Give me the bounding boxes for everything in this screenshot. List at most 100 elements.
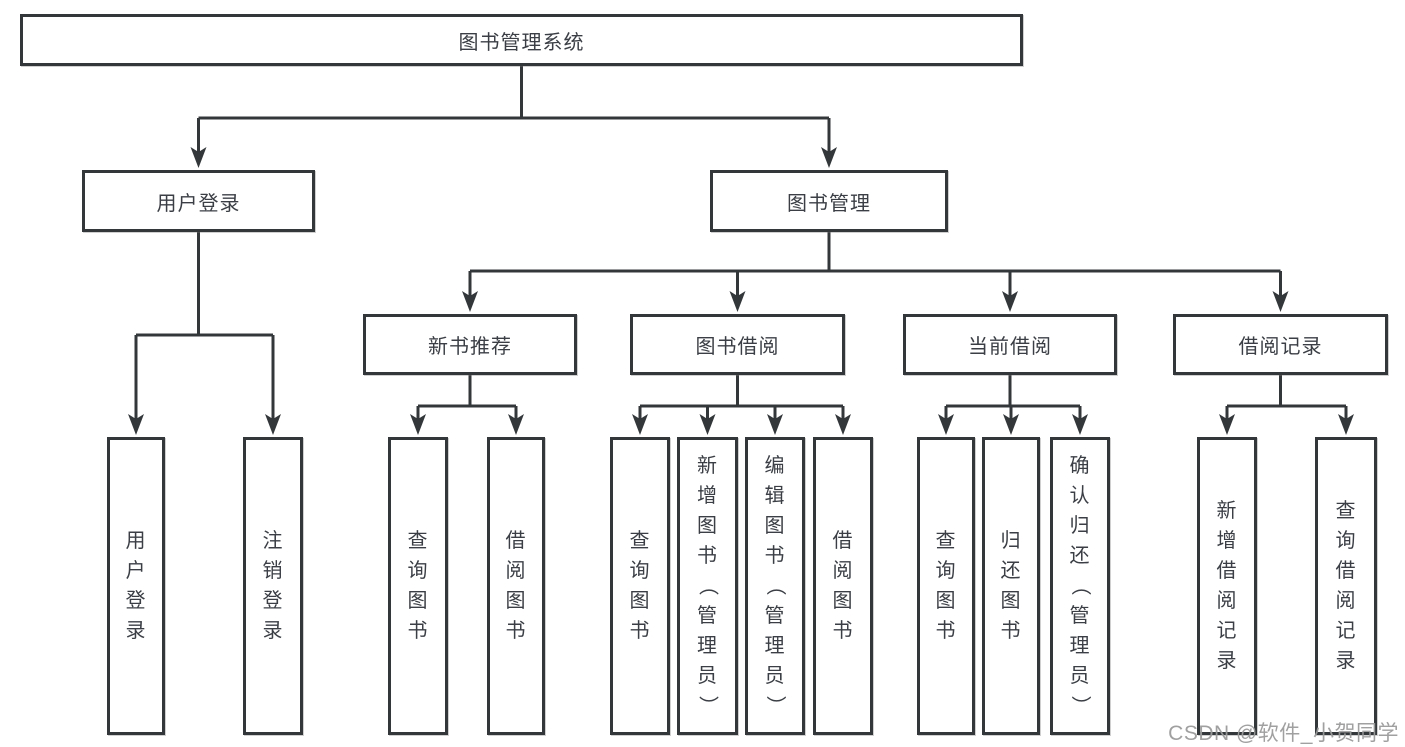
node-user-login: 用户登录 xyxy=(82,170,315,232)
vertical-char: 销 xyxy=(262,560,284,582)
vertical-char: 注 xyxy=(262,530,284,552)
leaf-query-books-recommend-label: 查询图书 xyxy=(391,440,445,732)
vertical-char: 登 xyxy=(125,590,147,612)
vertical-char: 书 xyxy=(935,620,957,642)
vertical-char: 登 xyxy=(262,590,284,612)
leaf-return-book: 归还图书 xyxy=(982,437,1040,735)
vertical-char: 借 xyxy=(832,530,854,552)
vertical-char: 记 xyxy=(1216,620,1238,642)
node-book-management-label: 图书管理 xyxy=(787,192,871,215)
leaf-add-book-admin: 新增图书（管理员） xyxy=(677,437,738,735)
vertical-char: 员 xyxy=(697,665,718,687)
vertical-char: 查 xyxy=(407,530,429,552)
leaf-borrow-books-recommend: 借阅图书 xyxy=(487,437,545,735)
leaf-user-login: 用户登录 xyxy=(107,437,165,735)
vertical-char: 归 xyxy=(1000,530,1022,552)
leaf-query-books-current: 查询图书 xyxy=(917,437,975,735)
node-root-label: 图书管理系统 xyxy=(458,31,585,54)
vertical-char: 图 xyxy=(1000,590,1022,612)
leaf-query-books-recommend: 查询图书 xyxy=(388,437,448,735)
vertical-char: 借 xyxy=(1216,560,1238,582)
vertical-char: 图 xyxy=(935,590,957,612)
vertical-char: 书 xyxy=(505,620,527,642)
vertical-char: 增 xyxy=(1216,530,1238,552)
node-root: 图书管理系统 xyxy=(20,14,1023,66)
vertical-char: 借 xyxy=(505,530,527,552)
vertical-char: 书 xyxy=(697,545,718,567)
vertical-char: 查 xyxy=(629,530,651,552)
vertical-char: 书 xyxy=(764,545,786,567)
vertical-char: 书 xyxy=(407,620,429,642)
node-new-book-recommendation: 新书推荐 xyxy=(363,314,577,375)
vertical-char: 录 xyxy=(125,620,147,642)
leaf-confirm-return-admin-label: 确认归还（管理员） xyxy=(1053,440,1107,732)
vertical-char: 理 xyxy=(1069,635,1091,657)
vertical-char: 户 xyxy=(125,560,147,582)
node-borrowing-records: 借阅记录 xyxy=(1173,314,1388,375)
leaf-query-borrow-record-label: 查询借阅记录 xyxy=(1318,440,1374,732)
vertical-char: 阅 xyxy=(1335,590,1357,612)
vertical-char: 图 xyxy=(505,590,527,612)
leaf-user-login-label: 用户登录 xyxy=(110,440,162,732)
vertical-char: 编 xyxy=(764,455,786,477)
leaf-logout-label: 注销登录 xyxy=(246,440,300,732)
vertical-char: 新 xyxy=(1216,500,1238,522)
node-current-borrowing: 当前借阅 xyxy=(903,314,1117,375)
leaf-edit-book-admin: 编辑图书 （ 管理员 ） xyxy=(745,437,805,735)
vertical-char: 图 xyxy=(407,590,429,612)
vertical-char: 认 xyxy=(1069,485,1091,507)
vertical-char: 书 xyxy=(1000,620,1022,642)
vertical-char: ） xyxy=(764,695,786,717)
vertical-char: 查 xyxy=(935,530,957,552)
leaf-borrow-books-label: 借阅图书 xyxy=(816,440,870,732)
vertical-char: 询 xyxy=(629,560,651,582)
node-current-borrowing-label: 当前借阅 xyxy=(968,336,1052,358)
vertical-char: 辑 xyxy=(764,485,786,507)
vertical-char: 录 xyxy=(1335,650,1357,672)
leaf-query-borrow-record: 查询借阅记录 xyxy=(1315,437,1377,735)
vertical-char: 书 xyxy=(629,620,651,642)
vertical-char: 询 xyxy=(935,560,957,582)
vertical-char: 询 xyxy=(1335,530,1357,552)
leaf-borrow-books-recommend-label: 借阅图书 xyxy=(490,440,542,732)
vertical-char: 员 xyxy=(1069,665,1091,687)
leaf-borrow-books: 借阅图书 xyxy=(813,437,873,735)
watermark: CSDN @软件_小贺同学 xyxy=(1168,722,1399,745)
vertical-char: 用 xyxy=(125,530,147,552)
vertical-char: （ xyxy=(764,575,786,597)
vertical-char: ） xyxy=(696,695,719,717)
vertical-char: 新 xyxy=(697,455,718,477)
leaf-add-borrow-record: 新增借阅记录 xyxy=(1197,437,1257,735)
vertical-char: 管 xyxy=(1069,605,1091,627)
leaf-return-book-label: 归还图书 xyxy=(985,440,1037,732)
node-borrowing-records-label: 借阅记录 xyxy=(1238,336,1323,358)
vertical-char: 图 xyxy=(629,590,651,612)
vertical-char: 书 xyxy=(832,620,854,642)
vertical-char: 管 xyxy=(764,605,786,627)
vertical-char: 理 xyxy=(764,635,786,657)
vertical-char: 阅 xyxy=(505,560,527,582)
vertical-char: 查 xyxy=(1335,500,1357,522)
vertical-char: ） xyxy=(1069,695,1091,717)
vertical-char: 归 xyxy=(1069,515,1091,537)
node-book-management: 图书管理 xyxy=(710,170,948,232)
vertical-char: 图 xyxy=(697,515,718,537)
vertical-char: 阅 xyxy=(832,560,854,582)
node-book-borrowing-label: 图书借阅 xyxy=(695,336,780,358)
leaf-query-books-current-label: 查询图书 xyxy=(920,440,972,732)
vertical-char: （ xyxy=(1069,575,1091,597)
vertical-char: 询 xyxy=(407,560,429,582)
vertical-char: 图 xyxy=(764,515,786,537)
vertical-char: 增 xyxy=(697,485,718,507)
vertical-char: 理 xyxy=(697,635,718,657)
leaf-query-books-borrow-label: 查询图书 xyxy=(613,440,667,732)
vertical-char: 管 xyxy=(697,605,718,627)
leaf-add-borrow-record-label: 新增借阅记录 xyxy=(1200,440,1254,732)
node-user-login-label: 用户登录 xyxy=(156,192,241,215)
vertical-char: 员 xyxy=(764,665,786,687)
vertical-char: 录 xyxy=(1216,650,1238,672)
vertical-char: 阅 xyxy=(1216,590,1238,612)
vertical-char: 录 xyxy=(262,620,284,642)
vertical-char: 还 xyxy=(1000,560,1022,582)
leaf-query-books-borrow: 查询图书 xyxy=(610,437,670,735)
